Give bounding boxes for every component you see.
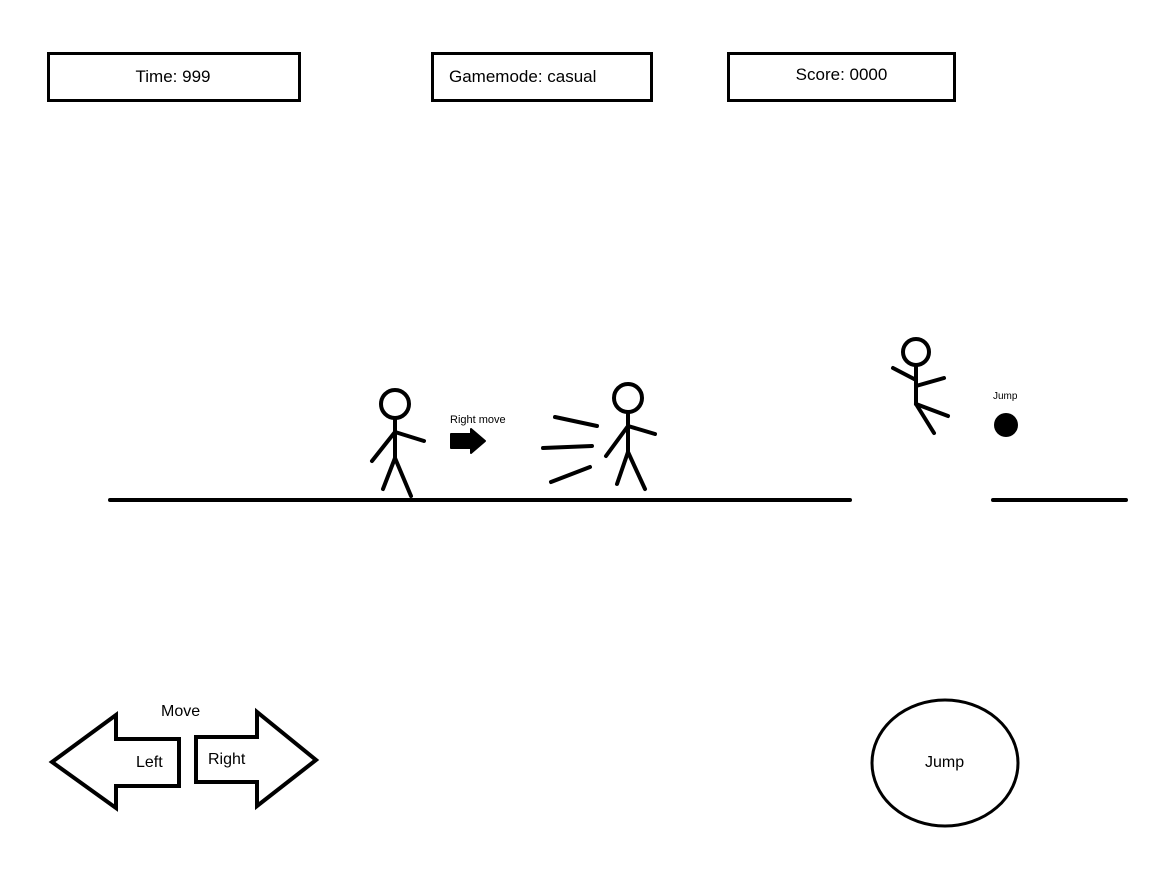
left-arrow-icon xyxy=(48,711,181,812)
jump-ball-icon xyxy=(994,413,1018,437)
stick-figure-jumping xyxy=(891,337,950,435)
left-label: Left xyxy=(136,754,163,771)
right-button[interactable]: Right xyxy=(194,707,320,811)
time-display: Time: 999 xyxy=(47,52,301,102)
move-label: Move xyxy=(161,703,200,720)
gamemode-display: Gamemode: casual xyxy=(431,52,653,102)
jump-label: Jump xyxy=(925,754,964,771)
score-display: Score: 0000 xyxy=(727,52,956,102)
right-arrow-icon xyxy=(194,707,320,811)
left-button[interactable]: Left xyxy=(48,711,181,812)
jump-button-circle xyxy=(870,698,1020,828)
right-label: Right xyxy=(208,751,246,768)
stick-figure-moving xyxy=(604,382,657,491)
right-move-annotation: Right move xyxy=(450,414,506,426)
stick-figure-standing xyxy=(370,388,426,498)
speed-lines xyxy=(541,415,599,484)
jump-annotation: Jump xyxy=(993,391,1018,402)
time-label: Time: 999 xyxy=(135,67,211,86)
arrow-right-icon xyxy=(450,428,486,454)
jump-button[interactable]: Jump xyxy=(870,698,1020,828)
score-label: Score: 0000 xyxy=(795,65,888,84)
gamemode-label: Gamemode: casual xyxy=(449,67,597,86)
